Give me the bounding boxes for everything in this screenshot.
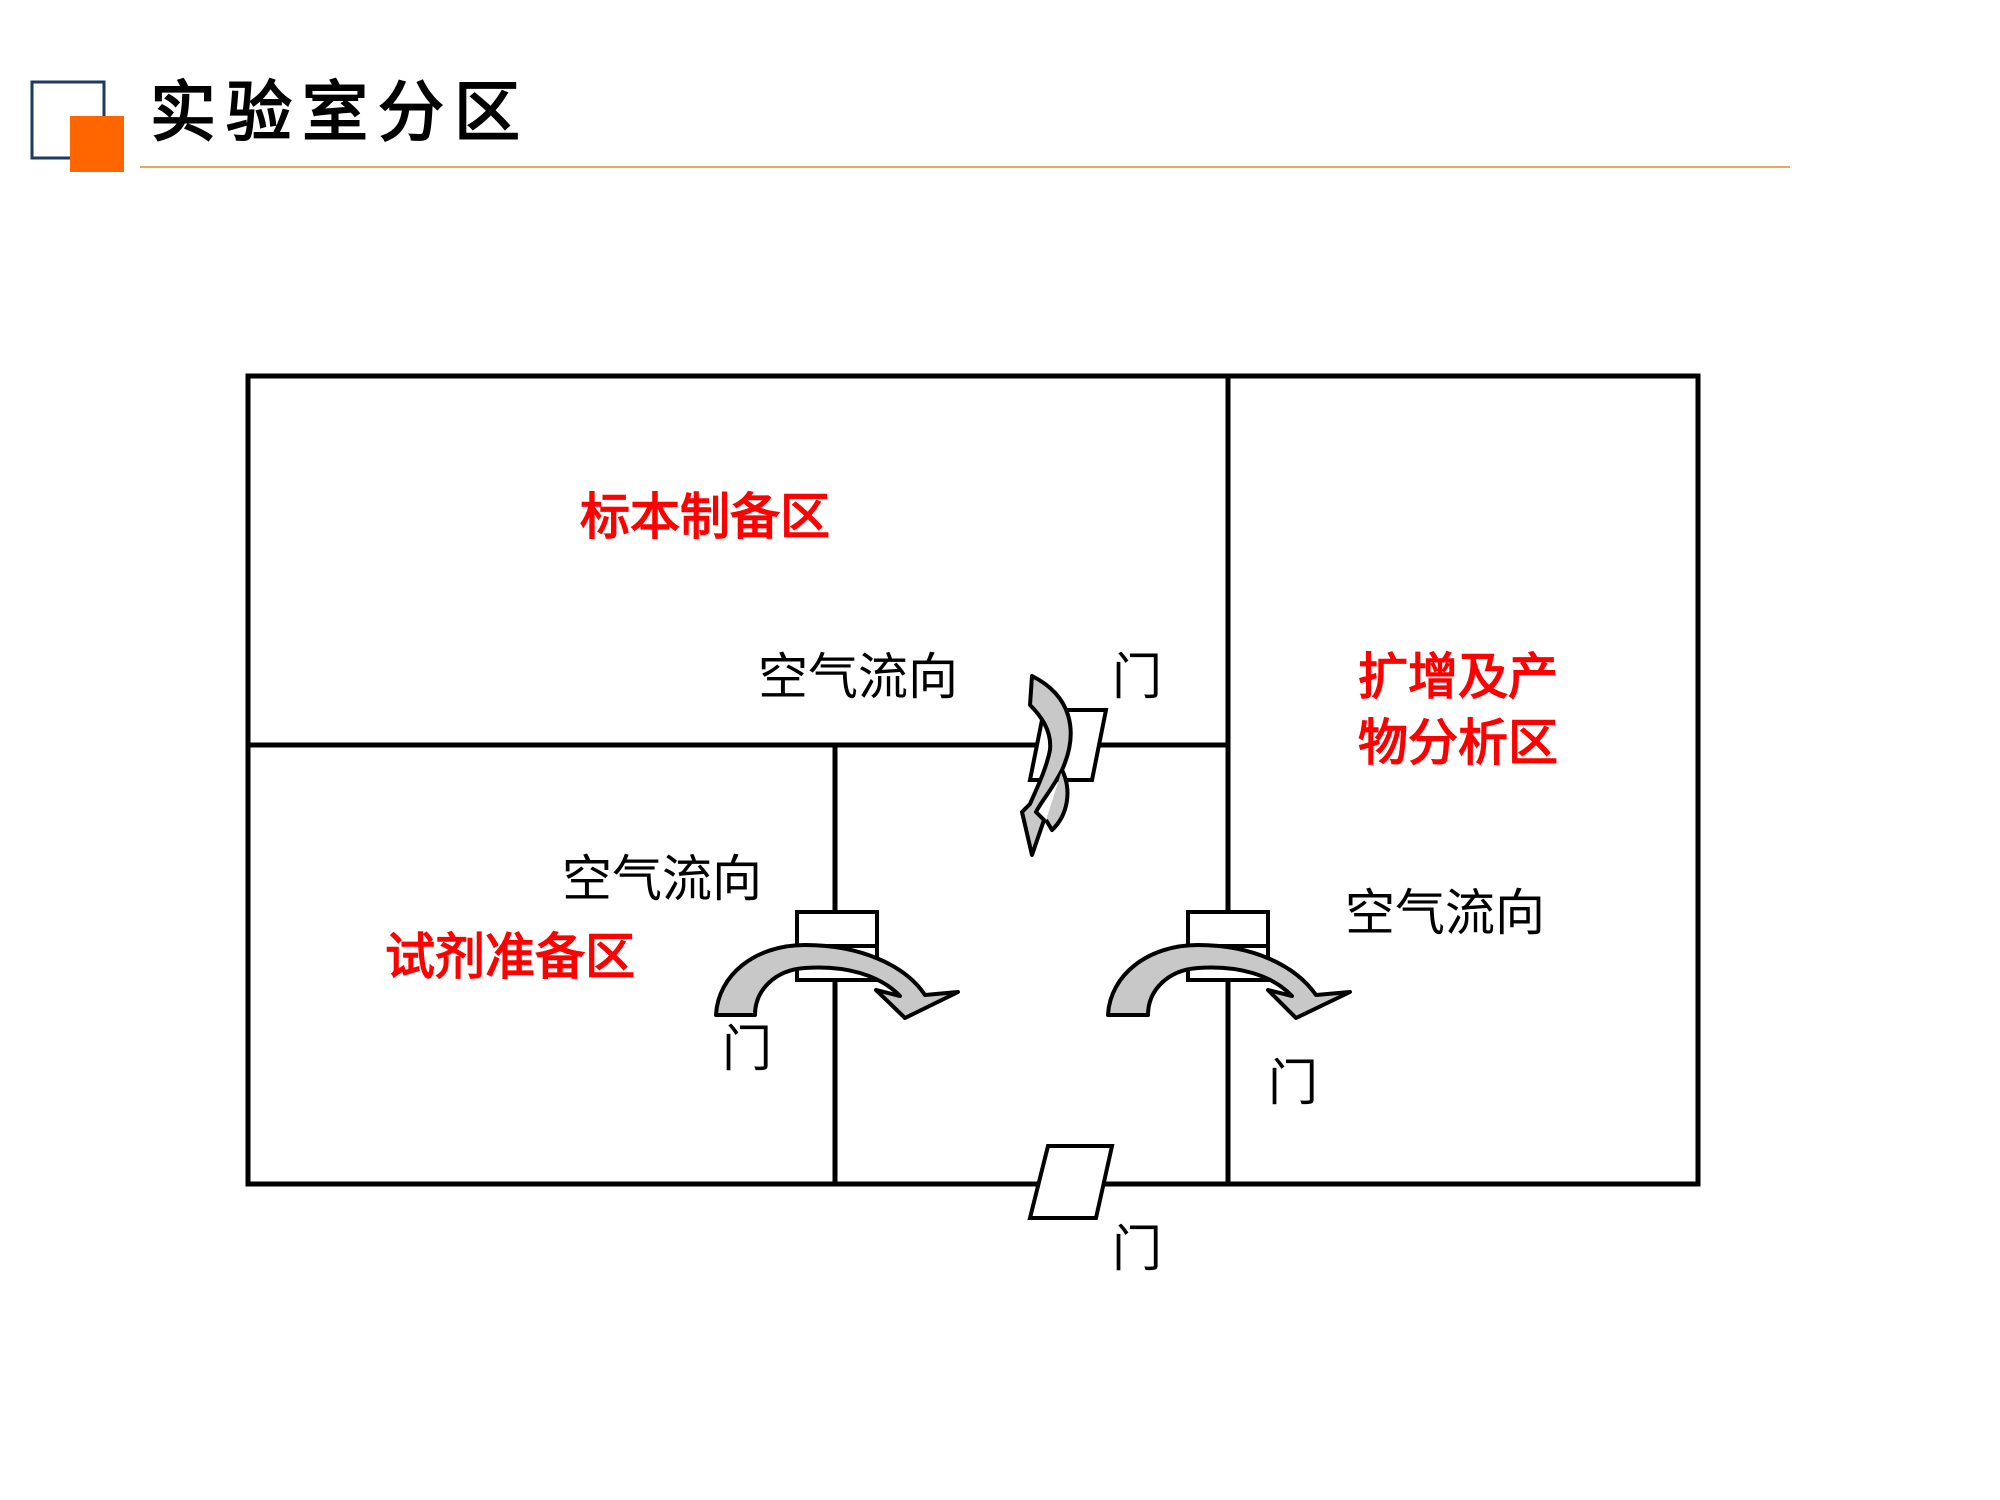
airflow-arrow-right xyxy=(1106,943,1352,1020)
zone-label-amplification-line1: 扩增及产 xyxy=(1358,648,1558,706)
title-underline xyxy=(140,166,1790,168)
door-label-bottom: 门 xyxy=(1112,1220,1162,1278)
airflow-label-right: 空气流向 xyxy=(1345,884,1545,942)
title-decoration xyxy=(30,80,124,172)
outer-wall xyxy=(245,373,1701,1187)
door-bottom xyxy=(1027,1144,1115,1220)
airflow-arrow-left xyxy=(714,943,960,1020)
airflow-label-top: 空气流向 xyxy=(758,648,958,706)
airflow-arrow-top xyxy=(1020,674,1073,857)
orange-square-icon xyxy=(70,116,124,172)
door-label-top: 门 xyxy=(1112,648,1162,706)
zone-label-specimen-prep: 标本制备区 xyxy=(580,488,830,546)
zone-label-reagent-prep: 试剂准备区 xyxy=(385,928,635,986)
zone-label-amplification-line2: 物分析区 xyxy=(1358,714,1558,772)
door-label-left: 门 xyxy=(722,1020,772,1078)
door-label-right: 门 xyxy=(1268,1054,1318,1112)
page-title: 实验室分区 xyxy=(150,73,530,151)
airflow-label-left: 空气流向 xyxy=(562,850,762,908)
